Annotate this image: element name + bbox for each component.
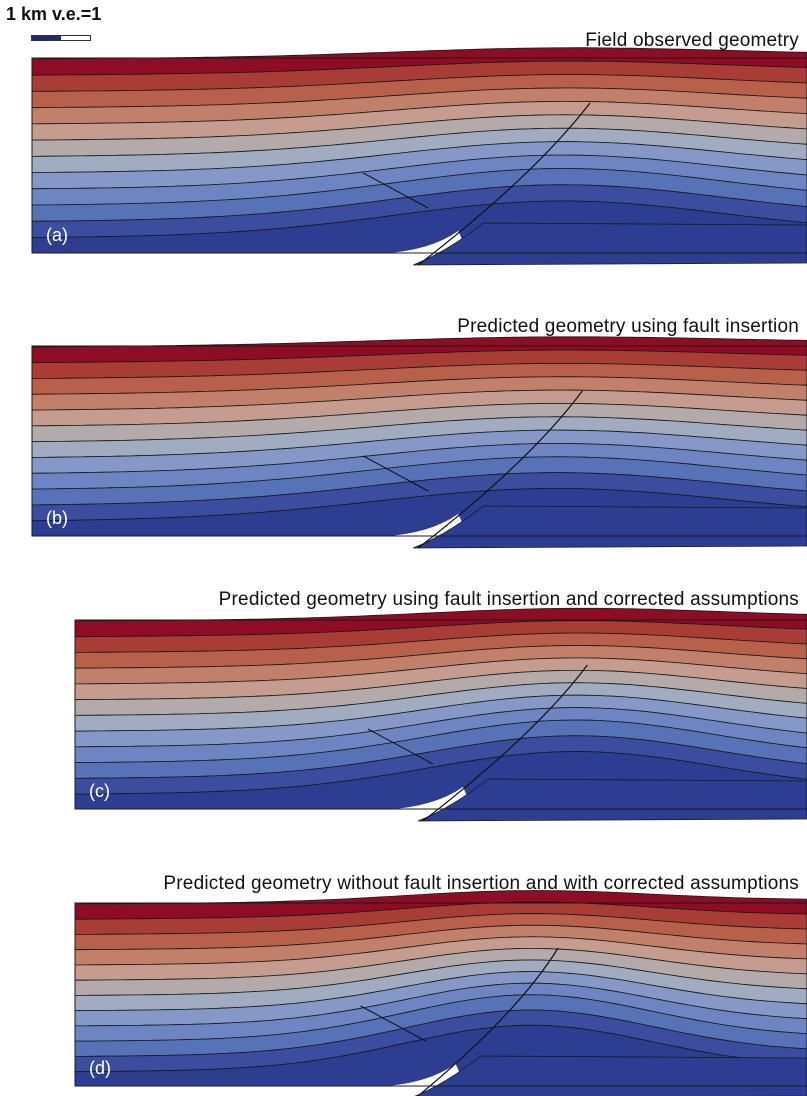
- panel-c-label: (c): [89, 781, 110, 801]
- section-border: [74, 902, 807, 1087]
- panel-c-section: (c): [74, 607, 807, 822]
- fault-splay: [360, 1005, 426, 1042]
- panel-a-title: Field observed geometry: [585, 30, 799, 51]
- panel-a-label: (a): [46, 225, 68, 245]
- panel-d-label: (d): [89, 1058, 111, 1078]
- scale-label: 1 km v.e.=1: [6, 4, 102, 24]
- scale-bar-fill: [32, 36, 61, 40]
- footwall-gap: [338, 231, 469, 255]
- footwall-gap: [342, 787, 473, 811]
- fault-splay: [363, 455, 429, 492]
- section-border: [74, 619, 807, 810]
- footwall-gap: [338, 514, 469, 538]
- panel-c-title: Predicted geometry using fault insertion…: [218, 589, 799, 610]
- fault-splay: [367, 728, 434, 765]
- panel-b-section: (b): [31, 336, 807, 549]
- panel-d-title: Predicted geometry without fault inserti…: [163, 873, 799, 894]
- scale-bar: [31, 35, 91, 41]
- section-border: [31, 345, 807, 537]
- fault-trace: [417, 390, 583, 549]
- section-border: [31, 57, 807, 254]
- panel-b-title: Predicted geometry using fault insertion: [457, 316, 799, 337]
- panel-a-section: (a): [31, 47, 807, 266]
- footwall-gap: [335, 1064, 466, 1088]
- fault-trace: [417, 947, 559, 1096]
- panel-b-label: (b): [46, 508, 68, 528]
- fault-trace: [417, 102, 591, 266]
- fault-trace: [422, 664, 588, 822]
- fault-splay: [363, 172, 429, 209]
- panel-d-section: (d): [74, 890, 807, 1096]
